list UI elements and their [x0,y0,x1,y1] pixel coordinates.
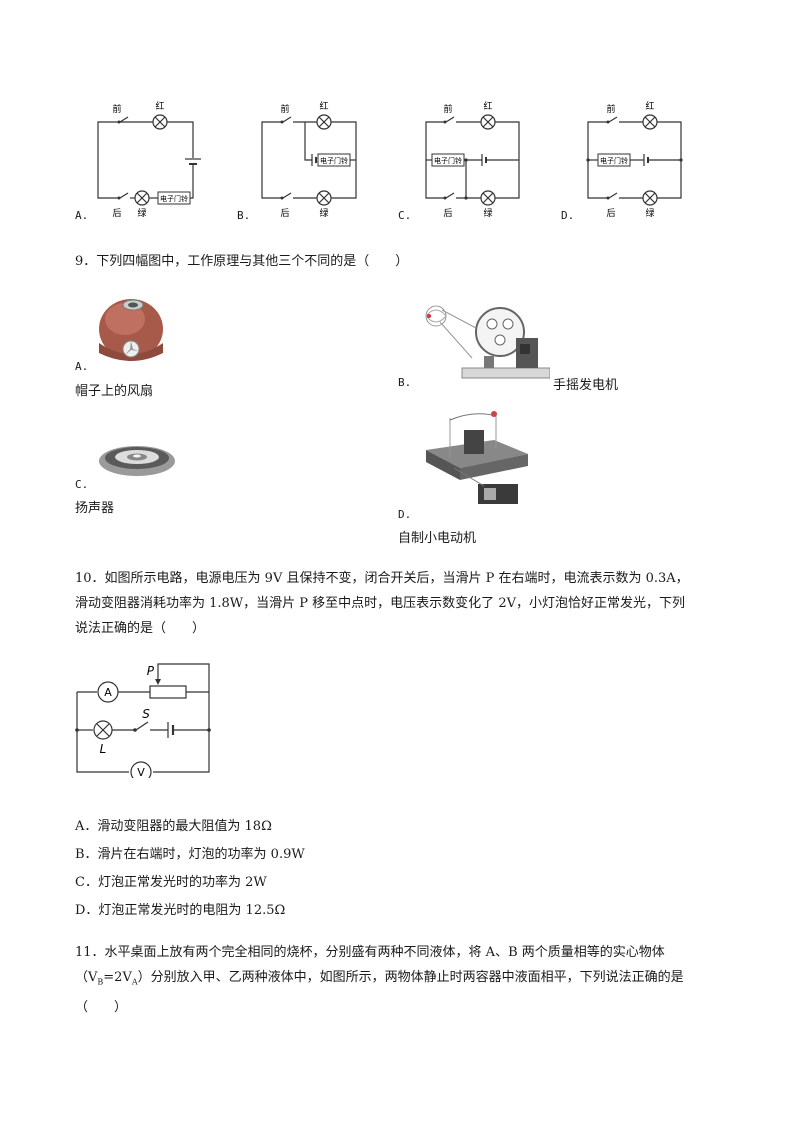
hand-generator-photo [425,305,550,379]
svg-text:L: L [100,742,107,756]
q9-option-a-letter[interactable]: A. [75,360,89,373]
cap-fan-photo [99,299,163,361]
svg-text:P: P [147,664,155,678]
svg-text:红: 红 [483,100,492,112]
option-a-circuit: 电子门铃 前 红 后 绿 [97,100,201,219]
svg-text:绿: 绿 [645,207,654,219]
svg-text:后: 后 [443,208,452,219]
q10-option-b[interactable]: B．滑片在右端时，灯泡的功率为 0.9W [75,847,305,862]
red-lamp-icon [642,114,658,130]
q10-circuit-diagram: A P L S V [75,663,211,778]
svg-text:电子门铃: 电子门铃 [320,156,348,165]
question-10-stem: 10．如图所示电路，电源电压为 9V 且保持不变，闭合开关后，当滑片 P 在右端… [75,571,689,636]
svg-text:前: 前 [443,103,452,115]
svg-text:绿: 绿 [483,207,492,219]
q9-option-b-letter[interactable]: B. [398,376,412,389]
q9-option-d-letter[interactable]: D. [398,508,412,521]
svg-text:后: 后 [280,208,289,219]
red-lamp-icon [152,114,168,130]
svg-text:电子门铃: 电子门铃 [600,156,628,165]
q9-option-c-letter[interactable]: C. [75,478,89,491]
svg-text:前: 前 [112,103,121,115]
green-lamp-icon [134,190,150,206]
switch-icon [135,721,149,731]
option-d-circuit: 电子门铃 前 红 后 绿 [586,100,683,219]
q10-option-a[interactable]: A．滑动变阻器的最大阻值为 18Ω [75,819,272,834]
q9-option-b-caption: 手摇发电机 [553,378,619,393]
green-lamp-icon [316,190,332,206]
svg-text:红: 红 [155,100,164,112]
q10-option-d[interactable]: D．灯泡正常发光时的电阻为 12.5Ω [75,903,286,918]
svg-text:绿: 绿 [137,207,146,219]
red-lamp-icon [316,114,332,130]
svg-text:S: S [142,707,150,721]
q9-option-d-caption: 自制小电动机 [398,531,477,546]
option-d-letter[interactable]: D. [561,209,575,222]
bell-label: 电子门铃 [160,194,188,203]
svg-text:A: A [104,686,112,699]
q8-circuits: 电子门铃 前 红 后 绿 电子门铃 前 红 后 绿 [97,100,683,219]
svg-text:绿: 绿 [319,207,328,219]
svg-text:电子门铃: 电子门铃 [434,156,462,165]
green-lamp-icon [480,190,496,206]
option-b-letter[interactable]: B. [237,209,251,222]
q9-option-c-caption: 扬声器 [75,501,115,516]
option-c-letter[interactable]: C. [398,209,412,222]
red-lamp-icon [480,114,496,130]
option-c-circuit: 电子门铃 前 红 后 绿 [425,100,520,219]
question-9-stem: 9．下列四幅图中，工作原理与其他三个不同的是（ ） [75,254,409,269]
svg-text:V: V [137,766,145,778]
voltmeter-icon [130,761,152,778]
svg-text:前: 前 [606,103,615,115]
svg-text:前: 前 [280,103,289,115]
motor-photo [426,411,528,504]
q10-option-c[interactable]: C．灯泡正常发光时的功率为 2W [75,875,267,890]
question-11-stem: 11．水平桌面上放有两个完全相同的烧杯，分别盛有两种不同液体，将 A、B 两个质… [75,945,684,1015]
svg-text:红: 红 [645,100,654,112]
speaker-photo [99,446,175,476]
option-a-letter[interactable]: A. [75,209,89,222]
option-b-circuit: 电子门铃 前 红 后 绿 [261,100,357,219]
svg-text:后: 后 [112,208,121,219]
svg-text:红: 红 [319,100,328,112]
q9-option-a-caption: 帽子上的风扇 [75,384,154,399]
svg-text:后: 后 [606,208,615,219]
rheostat-icon [149,685,187,699]
green-lamp-icon [642,190,658,206]
